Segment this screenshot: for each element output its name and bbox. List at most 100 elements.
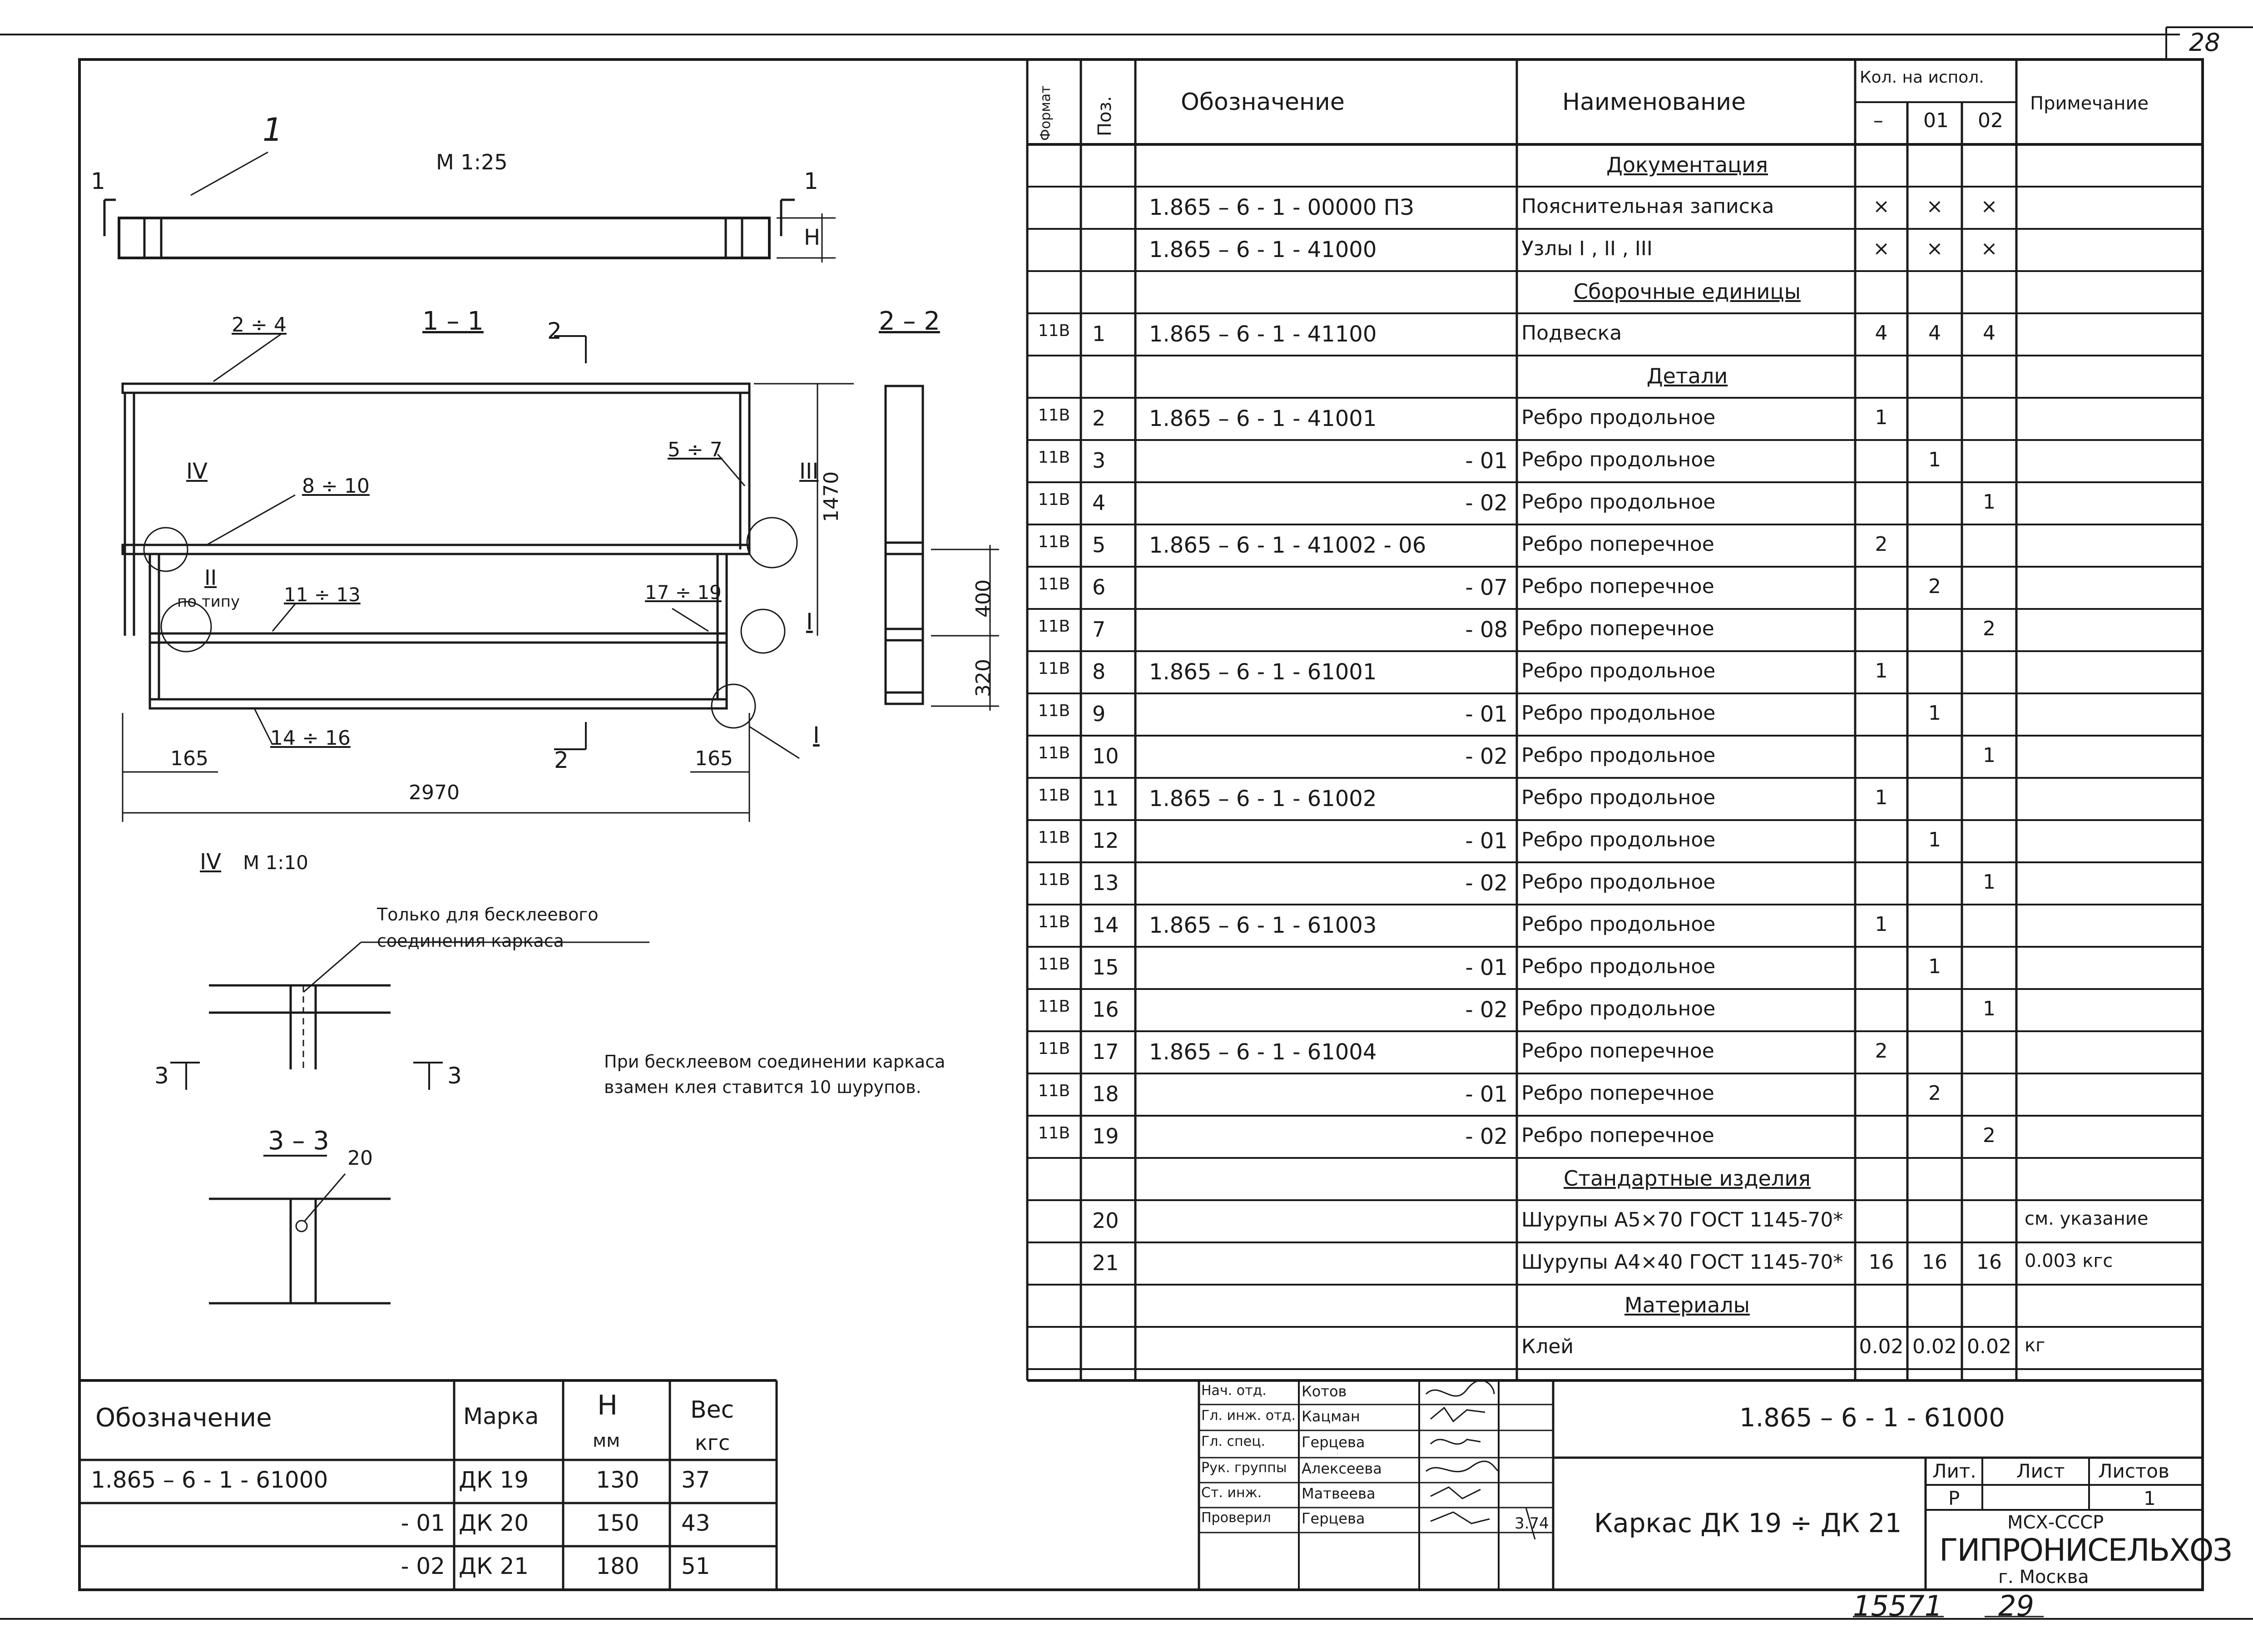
spec-header-qty: Кол. на испол. [1860, 68, 1984, 87]
name-cell: Ребро продольное [1521, 871, 1716, 894]
node-label-II-sub: по типу [177, 593, 240, 611]
qty-cell: 2 [1983, 1124, 1996, 1147]
name-cell: Ребро продольное [1521, 997, 1716, 1020]
spec-header-qty-dash: – [1873, 109, 1883, 132]
qty-cell: 0.02 [1912, 1335, 1957, 1358]
table-row [1027, 397, 2203, 399]
detail-IV-title: IV [200, 849, 221, 875]
format-cell: 11В [1038, 1082, 1070, 1100]
position-label: 8 ÷ 10 [302, 475, 370, 498]
designation-cell: - 02 [1465, 997, 1508, 1023]
section-2-2-title: 2 – 2 [879, 307, 940, 336]
table-row [1027, 1199, 2203, 1201]
role-label: Ст. инж. [1201, 1485, 1262, 1501]
name-cell: Стандартные изделия [1564, 1166, 1811, 1191]
position-cell: 17 [1092, 1039, 1119, 1064]
table-row [1027, 1368, 2203, 1370]
person-name: Котов [1302, 1383, 1347, 1400]
position-label: 14 ÷ 16 [270, 727, 351, 750]
role-label: Рук. группы [1201, 1460, 1287, 1476]
format-cell: 11В [1038, 490, 1070, 509]
node-label-II: II [204, 565, 217, 590]
format-cell: 11В [1038, 1124, 1070, 1143]
table-row [1027, 566, 2203, 568]
org-city: г. Москва [1998, 1567, 2089, 1588]
position-cell: 10 [1092, 744, 1119, 768]
position-cell: 20 [1092, 1208, 1119, 1233]
designation-cell: - 01 [1465, 702, 1508, 727]
name-cell: Ребро поперечное [1521, 617, 1714, 640]
position-cell: 6 [1092, 575, 1106, 599]
qty-cell: 2 [1928, 575, 1941, 598]
qty-cell: 1 [1928, 828, 1941, 851]
position-label: 2 ÷ 4 [232, 313, 287, 336]
section-1-1-title: 1 – 1 [422, 307, 484, 336]
drawing-title: Каркас ДК 19 ÷ ДК 21 [1594, 1508, 1902, 1538]
qty-cell: 4 [1928, 321, 1941, 345]
designation-cell: - 02 [1465, 871, 1508, 896]
position-cell: 18 [1092, 1082, 1119, 1106]
name-cell: Ребро продольное [1521, 490, 1716, 514]
spec-header-qty-02: 02 [1978, 109, 2003, 132]
section-mark-right: 1 [804, 168, 818, 194]
format-cell: 11В [1038, 871, 1070, 889]
name-cell: Ребро поперечное [1521, 1124, 1714, 1147]
position-cell: 12 [1092, 828, 1119, 853]
designation-cell: - 02 [1465, 744, 1508, 769]
doc-code: 1.865 – 6 - 1 - 61000 [1739, 1403, 2005, 1433]
position-cell: 16 [1092, 997, 1119, 1022]
variants-header-h: Н [597, 1390, 618, 1421]
node-label-I: I [813, 722, 820, 748]
qty-cell: 1 [1875, 786, 1888, 809]
position-label: 11 ÷ 13 [284, 584, 361, 606]
name-cell: Ребро продольное [1521, 786, 1716, 809]
archive-number: 15571 [1853, 1589, 1943, 1622]
table-row [1027, 946, 2203, 948]
note-cell: 0.003 кгс [2025, 1251, 2113, 1271]
sheets-label: Листов [2098, 1460, 2169, 1482]
section-mark-left: 1 [91, 168, 105, 194]
sheet-label: Лист [2016, 1460, 2065, 1482]
qty-cell: 4 [1983, 321, 1996, 345]
person-name: Герцева [1302, 1434, 1365, 1451]
position-cell: 15 [1092, 955, 1119, 979]
qty-cell: 2 [1875, 533, 1888, 556]
designation-cell: 1.865 – 6 - 1 - 61001 [1149, 659, 1377, 685]
person-name: Матвеева [1302, 1485, 1376, 1502]
note-cell: кг [2025, 1335, 2045, 1356]
name-cell: Документация [1606, 153, 1768, 177]
position-cell: 4 [1092, 490, 1106, 515]
qty-cell: 16 [1922, 1251, 1947, 1274]
qty-cell: × [1981, 237, 1998, 260]
name-cell: Материалы [1624, 1293, 1750, 1317]
table-row [1027, 819, 2203, 821]
position-cell: 14 [1092, 913, 1119, 937]
person-name: Алексеева [1302, 1460, 1382, 1477]
dimension-value: 2970 [409, 781, 460, 804]
position-cell: 21 [1092, 1251, 1119, 1275]
table-row [1027, 524, 2203, 525]
node-label-IV: IV [186, 459, 208, 484]
dimension-value: 400 [972, 579, 995, 618]
designation-cell: - 01 [1465, 448, 1508, 474]
height-dim-label: Н [804, 225, 821, 250]
qty-cell: 1 [1875, 406, 1888, 429]
detail-IV-scale: М 1:10 [243, 851, 308, 874]
spec-header-name: Наименование [1562, 89, 1746, 116]
qty-cell: 1 [1875, 659, 1888, 683]
variant-weight: 43 [681, 1510, 710, 1536]
qty-cell: 1 [1875, 913, 1888, 936]
table-row [1027, 186, 2203, 188]
person-name: Кацман [1302, 1408, 1360, 1425]
format-cell: 11В [1038, 997, 1070, 1016]
table-row [1027, 270, 2203, 272]
qty-cell: 1 [1928, 702, 1941, 725]
designation-cell: 1.865 – 6 - 1 - 41001 [1149, 406, 1377, 431]
qty-cell: 1 [1983, 744, 1996, 767]
spec-header-designation: Обозначение [1181, 89, 1345, 116]
name-cell: Ребро продольное [1521, 406, 1716, 429]
name-cell: Ребро продольное [1521, 828, 1716, 851]
table-row [1027, 228, 2203, 230]
role-label: Гл. спец. [1201, 1434, 1266, 1449]
